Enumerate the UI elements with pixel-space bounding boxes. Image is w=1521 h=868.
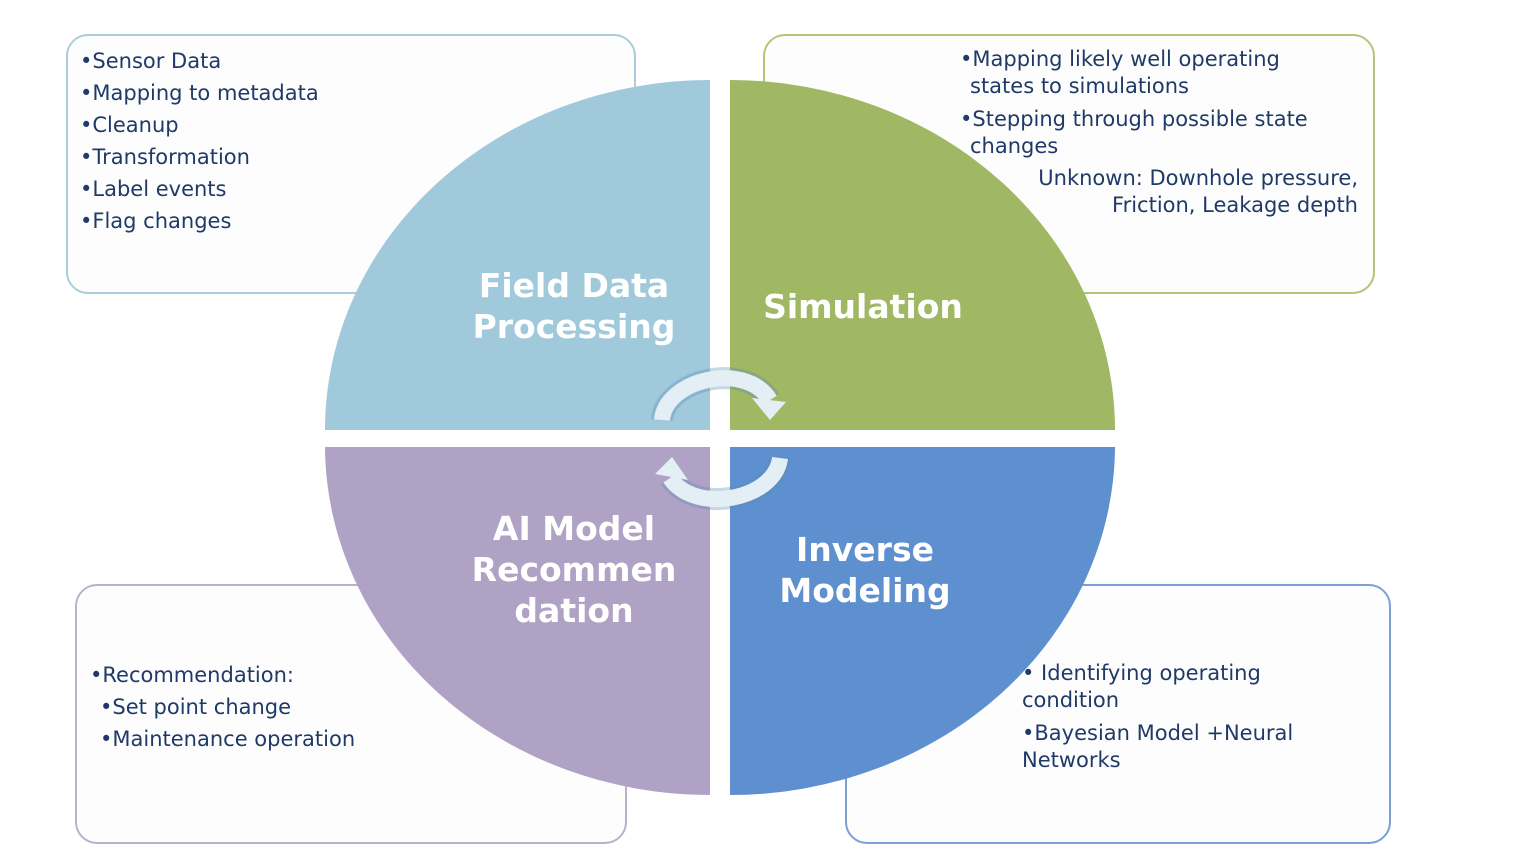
inverse-modeling-label-2: Modeling: [779, 571, 950, 610]
list-item-continued: states to simulations: [970, 74, 1189, 98]
list-item: •Bayesian Model +Neural: [1022, 721, 1294, 745]
list-item: •Flag changes: [80, 209, 232, 233]
cycle-arrows-icon: [651, 367, 791, 511]
list-item: •Cleanup: [80, 113, 179, 137]
list-item-continued: changes: [970, 134, 1059, 158]
ai-model-label-2: Recommen: [472, 550, 677, 589]
list-item-continued: condition: [1022, 688, 1120, 712]
quadrant-simulation: [730, 80, 1115, 430]
quadrant-field-data-processing: [325, 80, 710, 430]
quadrant-inverse-modeling: [730, 447, 1115, 795]
inverse-modeling-list: • Identifying operating condition •Bayes…: [1022, 660, 1362, 774]
list-item: •Set point change: [100, 695, 292, 719]
list-item: •Stepping through possible state: [960, 107, 1308, 131]
ai-model-label-3: dation: [514, 591, 633, 630]
list-item: •Label events: [80, 177, 227, 201]
field-data-label-2: Processing: [473, 307, 676, 346]
list-item: • Identifying operating: [1022, 661, 1261, 685]
unknown-parameters-note: Unknown: Downhole pressure, Friction, Le…: [990, 165, 1358, 219]
unknown-line-2: Friction, Leakage depth: [1112, 193, 1358, 217]
list-item: •Transformation: [80, 145, 250, 169]
simulation-label: Simulation: [763, 287, 963, 326]
recommendation-list: •Recommendation: •Set point change •Main…: [90, 659, 355, 755]
inverse-modeling-label-1: Inverse: [796, 530, 934, 569]
list-item: •Mapping likely well operating: [960, 47, 1280, 71]
list-item-continued: Networks: [1022, 748, 1121, 772]
list-heading: •Recommendation:: [90, 663, 294, 687]
unknown-line-1: Unknown: Downhole pressure,: [1038, 166, 1358, 190]
quadrant-ai-model-recommendation: [325, 447, 710, 795]
list-item: •Mapping to metadata: [80, 81, 319, 105]
simulation-list: •Mapping likely well operating states to…: [960, 46, 1360, 160]
field-data-list: •Sensor Data •Mapping to metadata •Clean…: [80, 45, 319, 237]
field-data-label-1: Field Data: [479, 266, 669, 305]
list-item: •Maintenance operation: [100, 727, 356, 751]
ai-model-label-1: AI Model: [493, 509, 655, 548]
list-item: •Sensor Data: [80, 49, 222, 73]
